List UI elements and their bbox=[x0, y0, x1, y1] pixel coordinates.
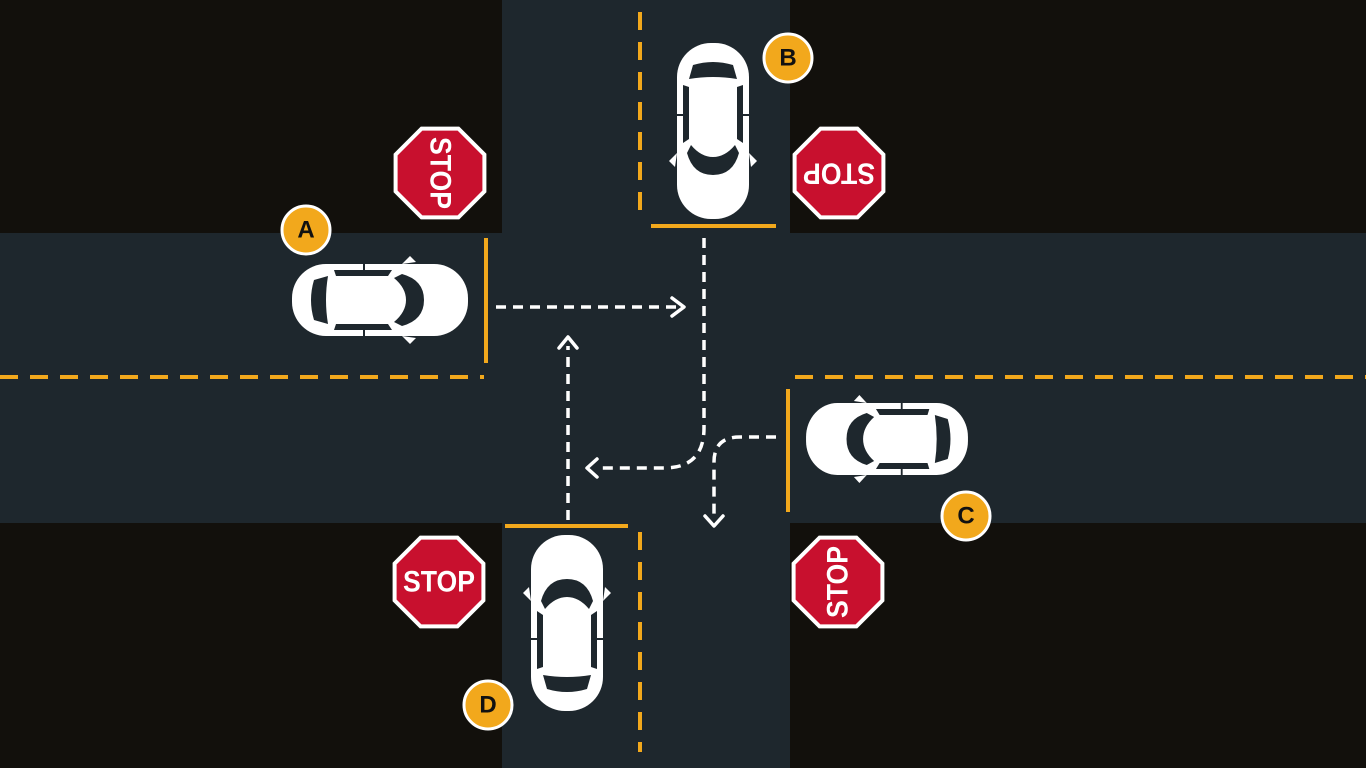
stop-sign-se-text: STOP bbox=[822, 546, 855, 618]
path-b-left-turn bbox=[585, 238, 706, 479]
stop-sign-sw: STOP bbox=[392, 535, 486, 629]
car-a bbox=[291, 255, 469, 345]
vehicle-badge-c: C bbox=[940, 490, 992, 542]
stop-sign-nw: STOP bbox=[393, 126, 487, 220]
stop-sign-nw-text: STOP bbox=[424, 137, 457, 209]
car-d bbox=[522, 534, 612, 712]
stop-sign-ne: STOP bbox=[792, 126, 886, 220]
vehicle-label-c: C bbox=[957, 503, 974, 530]
vehicle-label-b: B bbox=[779, 45, 796, 72]
stop-sign-ne-text: STOP bbox=[803, 157, 875, 190]
vehicle-badge-b: B bbox=[762, 32, 814, 84]
car-b bbox=[668, 42, 758, 220]
path-c-left-turn bbox=[703, 435, 776, 528]
vehicle-badge-d: D bbox=[462, 679, 514, 731]
stop-sign-se: STOP bbox=[791, 535, 885, 629]
path-d-straight bbox=[557, 335, 579, 520]
path-a-straight bbox=[496, 296, 686, 318]
vehicle-badge-a: A bbox=[280, 204, 332, 256]
stop-sign-sw-text: STOP bbox=[403, 566, 475, 599]
vehicle-label-a: A bbox=[297, 217, 314, 244]
vehicle-label-d: D bbox=[479, 692, 496, 719]
car-c bbox=[805, 394, 969, 484]
